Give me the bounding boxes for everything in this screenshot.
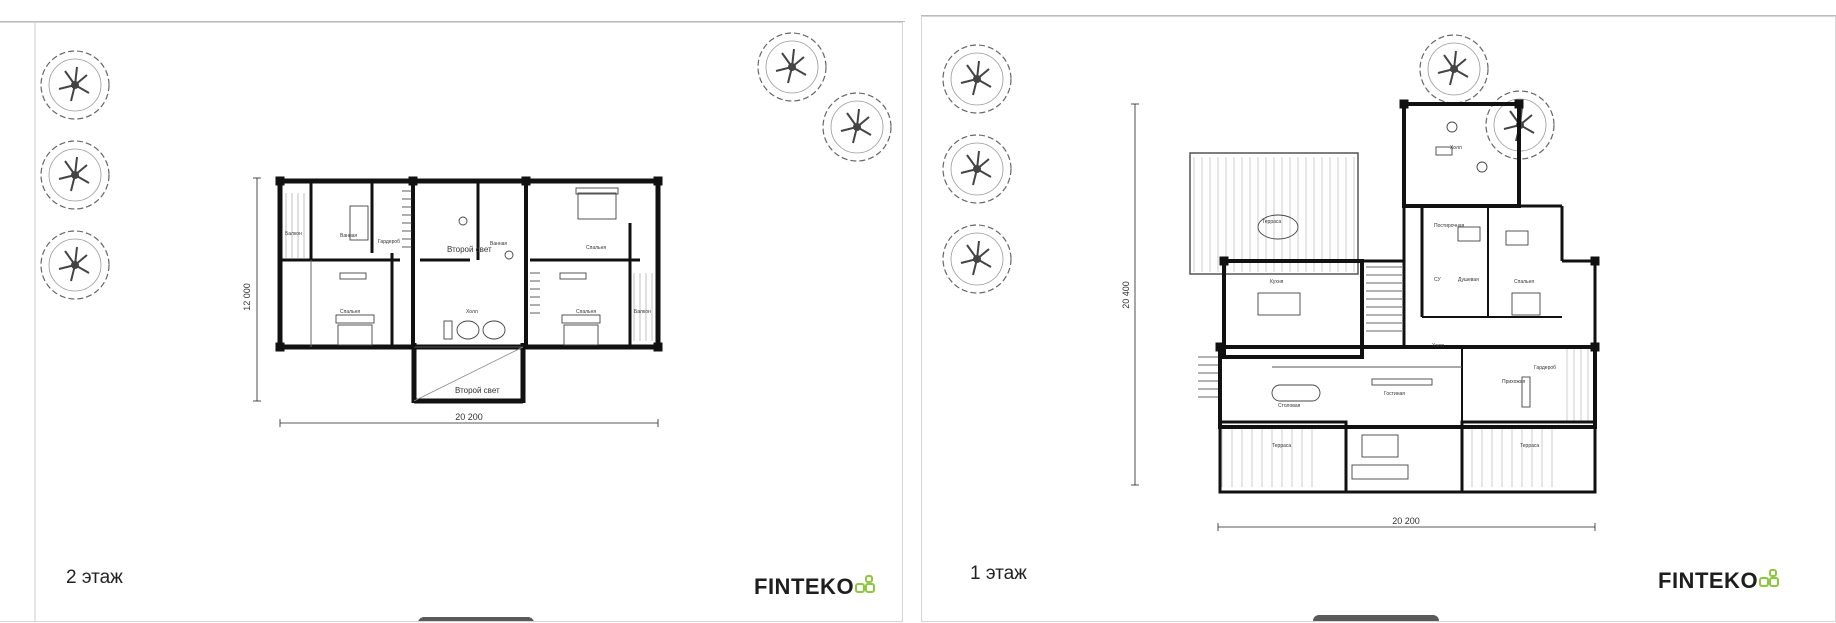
svg-text:СУ: СУ — [1434, 277, 1441, 283]
second-light-label-2: Второй свет — [455, 386, 500, 395]
svg-text:Ванная: Ванная — [340, 233, 357, 239]
floor-plan-sheet-2: Ванная Гардероб Ванная Спальня Спальня Х… — [0, 22, 903, 622]
tree-icon — [822, 92, 892, 162]
tree-icon — [40, 230, 110, 300]
svg-text:Гардероб: Гардероб — [378, 239, 400, 245]
dimension-height-label: 12 000 — [242, 283, 252, 311]
tree-icon — [942, 134, 1012, 204]
svg-text:Холл: Холл — [1450, 145, 1462, 151]
svg-text:Терраса: Терраса — [1262, 219, 1281, 225]
svg-text:Гостиная: Гостиная — [1384, 391, 1405, 397]
logo-squares-icon — [1759, 569, 1780, 587]
tree-icon — [1419, 34, 1489, 104]
balcony-hatch — [285, 193, 653, 341]
sheet-top-line-left — [0, 21, 905, 22]
logo-squares-icon — [855, 575, 876, 593]
furniture — [1257, 121, 1541, 480]
svg-text:Спальня: Спальня — [340, 309, 360, 315]
second-light-label-1: Второй свет — [447, 245, 492, 254]
svg-text:Ванная: Ванная — [490, 241, 507, 247]
sheet-tab — [1313, 615, 1439, 621]
svg-text:Столовая: Столовая — [1278, 403, 1301, 409]
terrace-hatch — [1189, 152, 1589, 487]
svg-text:Гардероб: Гардероб — [1534, 365, 1556, 371]
svg-text:Холл: Холл — [1432, 343, 1444, 349]
room-labels: Холл Терраса Кухня Постирочная СУ Душева… — [1262, 145, 1556, 449]
floor-plan-sheet-1: Холл Терраса Кухня Постирочная СУ Душева… — [921, 16, 1836, 622]
logo-text: FINTEKO — [1658, 568, 1759, 593]
dimension-height-label: 20 400 — [1121, 281, 1131, 309]
sheet-top-line-right — [921, 15, 1836, 16]
dimension-width-label: 20 200 — [1392, 516, 1420, 526]
finteko-logo: FINTEKO — [1658, 569, 1781, 592]
svg-text:Терраса: Терраса — [1272, 443, 1291, 449]
svg-text:Прихожая: Прихожая — [1502, 379, 1525, 385]
sheet-tab — [418, 617, 534, 621]
svg-text:Кухня: Кухня — [1270, 279, 1284, 285]
svg-text:Балкон: Балкон — [634, 309, 651, 315]
first-floor-plan: Холл Терраса Кухня Постирочная СУ Душева… — [942, 34, 1600, 531]
tree-icon — [942, 44, 1012, 114]
first-floor-walls — [1215, 99, 1600, 494]
svg-text:Балкон: Балкон — [285, 231, 302, 237]
dimension-lines — [1131, 103, 1596, 531]
furniture — [335, 187, 619, 346]
second-floor-walls — [275, 176, 663, 404]
dimension-width-label: 20 200 — [455, 412, 483, 422]
finteko-logo: FINTEKO — [754, 575, 877, 598]
svg-text:Холл: Холл — [466, 309, 478, 315]
logo-text: FINTEKO — [754, 574, 855, 599]
tree-icon — [942, 224, 1012, 294]
tree-icon — [40, 140, 110, 210]
stairs — [402, 190, 540, 314]
room-labels: Ванная Гардероб Ванная Спальня Спальня Х… — [285, 231, 651, 315]
tree-icon — [40, 50, 110, 120]
floor-label: 1 этаж — [970, 563, 1027, 584]
tree-icon — [757, 32, 827, 102]
svg-text:Спальня: Спальня — [1514, 279, 1534, 285]
floor-label: 2 этаж — [66, 567, 123, 588]
svg-text:Постирочная: Постирочная — [1434, 223, 1465, 229]
dimension-lines — [253, 177, 659, 427]
second-floor-plan: Ванная Гардероб Ванная Спальня Спальня Х… — [34, 23, 892, 621]
stairs — [1198, 266, 1402, 398]
svg-text:Терраса: Терраса — [1520, 443, 1539, 449]
svg-text:Душевая: Душевая — [1458, 277, 1479, 283]
svg-text:Спальня: Спальня — [576, 309, 596, 315]
svg-text:Спальня: Спальня — [586, 245, 606, 251]
